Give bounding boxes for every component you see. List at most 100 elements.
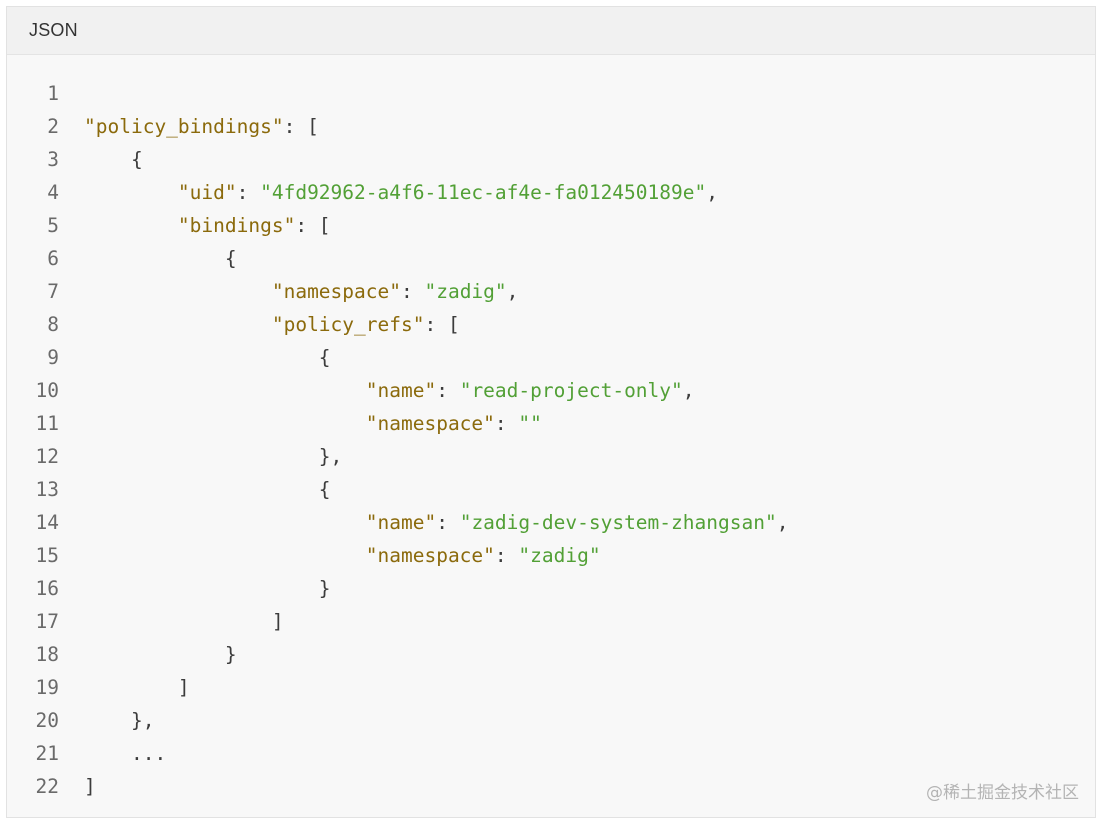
json-punctuation: {: [84, 148, 143, 171]
json-punctuation: {: [84, 478, 331, 501]
json-punctuation: :: [494, 412, 519, 435]
json-key: "namespace": [365, 412, 495, 435]
json-string: "4fd92962-a4f6-11ec-af4e-fa012450189e": [260, 181, 707, 204]
json-key: "namespace": [271, 280, 401, 303]
code-line: 2"policy_bindings": [: [7, 110, 1095, 143]
json-punctuation: ...: [84, 742, 167, 765]
json-punctuation: }: [84, 643, 237, 666]
line-number: 19: [35, 676, 59, 699]
json-key: "uid": [177, 181, 237, 204]
json-punctuation: :: [436, 379, 460, 402]
line-content: ]: [59, 775, 96, 798]
line-content: "namespace": "zadig",: [59, 280, 519, 303]
json-punctuation: :: [236, 181, 261, 204]
line-content: }: [59, 643, 237, 666]
json-punctuation: ,: [776, 511, 789, 534]
json-string: "zadig": [518, 544, 601, 567]
json-key: "namespace": [365, 544, 495, 567]
code-line: 5 "bindings": [: [7, 209, 1095, 242]
json-punctuation: : [: [424, 313, 460, 336]
line-content: }: [59, 577, 331, 600]
line-content: "uid": "4fd92962-a4f6-11ec-af4e-fa012450…: [59, 181, 718, 204]
line-number: 1: [47, 82, 59, 105]
code-line: 20 },: [7, 704, 1095, 737]
line-number: 10: [35, 379, 59, 402]
json-punctuation: [84, 511, 366, 534]
json-key: "bindings": [177, 214, 296, 237]
json-punctuation: :: [436, 511, 460, 534]
line-number: 15: [35, 544, 59, 567]
code-line: 9 {: [7, 341, 1095, 374]
json-string: "read-project-only": [459, 379, 683, 402]
line-content: "policy_bindings": [: [59, 115, 319, 138]
json-string: "": [518, 412, 542, 435]
json-key: "policy_refs": [271, 313, 425, 336]
line-number: 11: [35, 412, 59, 435]
line-number: 12: [35, 445, 59, 468]
line-content: {: [59, 346, 331, 369]
line-number: 13: [35, 478, 59, 501]
line-content: "name": "read-project-only",: [59, 379, 695, 402]
json-punctuation: {: [84, 247, 237, 270]
json-string: "zadig-dev-system-zhangsan": [459, 511, 777, 534]
json-punctuation: : [: [295, 214, 331, 237]
code-line: 21 ...: [7, 737, 1095, 770]
code-line: 10 "name": "read-project-only",: [7, 374, 1095, 407]
json-punctuation: [84, 214, 178, 237]
json-punctuation: :: [400, 280, 425, 303]
json-punctuation: ]: [84, 775, 96, 798]
line-number: 20: [35, 709, 59, 732]
json-punctuation: [84, 412, 366, 435]
code-line: 13 {: [7, 473, 1095, 506]
json-punctuation: : [: [283, 115, 319, 138]
line-content: },: [59, 445, 342, 468]
line-number: 21: [35, 742, 59, 765]
line-content: ]: [59, 676, 190, 699]
json-key: "name": [365, 379, 437, 402]
line-number: 9: [47, 346, 59, 369]
line-content: "policy_refs": [: [59, 313, 460, 336]
json-string: "zadig": [424, 280, 507, 303]
code-line: 7 "namespace": "zadig",: [7, 275, 1095, 308]
line-content: {: [59, 247, 237, 270]
json-punctuation: ,: [706, 181, 718, 204]
line-number: 6: [47, 247, 59, 270]
json-punctuation: [84, 379, 366, 402]
json-punctuation: [84, 313, 272, 336]
line-number: 3: [47, 148, 59, 171]
json-punctuation: ,: [682, 379, 695, 402]
code-line: 15 "namespace": "zadig": [7, 539, 1095, 572]
line-number: 17: [35, 610, 59, 633]
code-line: 18 }: [7, 638, 1095, 671]
json-key: "policy_bindings": [84, 115, 284, 138]
language-label: JSON: [29, 20, 78, 40]
json-key: "name": [365, 511, 437, 534]
line-number: 14: [35, 511, 59, 534]
json-punctuation: ]: [84, 676, 190, 699]
json-punctuation: :: [494, 544, 519, 567]
code-line: 11 "namespace": "": [7, 407, 1095, 440]
watermark: @稀土掘金技术社区: [926, 783, 1079, 803]
code-line: 22]: [7, 770, 1095, 803]
json-punctuation: }: [84, 577, 331, 600]
json-punctuation: [84, 181, 178, 204]
line-content: },: [59, 709, 155, 732]
line-content: "namespace": "zadig": [59, 544, 601, 567]
json-punctuation: [84, 544, 366, 567]
code-line: 19 ]: [7, 671, 1095, 704]
line-number: 5: [47, 214, 59, 237]
line-number: 22: [35, 775, 59, 798]
json-punctuation: {: [84, 346, 331, 369]
line-content: ]: [59, 610, 284, 633]
json-punctuation: ,: [506, 280, 519, 303]
code-block-header: JSON: [7, 7, 1095, 55]
line-number: 18: [35, 643, 59, 666]
code-line: 8 "policy_refs": [: [7, 308, 1095, 341]
code-line: 12 },: [7, 440, 1095, 473]
line-number: 2: [47, 115, 59, 138]
line-content: "namespace": "": [59, 412, 542, 435]
code-line: 3 {: [7, 143, 1095, 176]
line-content: {: [59, 148, 143, 171]
